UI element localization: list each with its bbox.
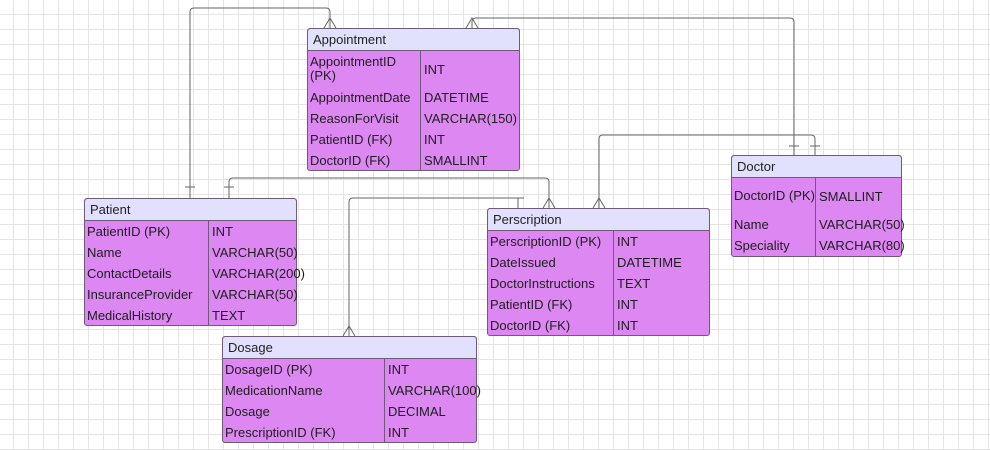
entity-row: ContactDetails VARCHAR(200) — [85, 263, 305, 284]
entity-patient[interactable]: Patient PatientID (PK) INT Name VARCHAR(… — [84, 198, 305, 326]
column-name: Name — [732, 214, 816, 235]
entity-row: PatientID (FK) INT — [488, 294, 709, 315]
column-name: DoctorInstructions — [488, 273, 614, 294]
column-name: Speciality — [732, 235, 816, 256]
entity-row: Dosage DECIMAL — [223, 401, 476, 422]
column-type: TEXT — [617, 276, 651, 291]
doctor-appointment-many-marker — [465, 17, 479, 29]
entity-perscription[interactable]: Perscription PerscriptionID (PK) INT Dat… — [487, 208, 710, 336]
column-name: AppointmentDate — [308, 87, 421, 108]
entity-row: DosageID (PK) INT — [223, 359, 476, 380]
column-type: VARCHAR(80) — [819, 238, 905, 253]
column-type: INT — [424, 132, 445, 147]
entity-row: DoctorID (PK) SMALLINT — [732, 178, 901, 214]
entity-title: Appointment — [308, 29, 519, 51]
column-name: DoctorID (PK) — [732, 178, 816, 214]
entity-row: DoctorID (FK) SMALLINT — [308, 150, 519, 171]
entity-row: ReasonForVisit VARCHAR(150) — [308, 108, 519, 129]
column-name: Name — [85, 242, 209, 263]
column-type: VARCHAR(50) — [212, 287, 298, 302]
column-type: VARCHAR(50) — [819, 217, 905, 232]
column-type: DECIMAL — [388, 404, 446, 419]
column-name: PatientID (FK) — [488, 294, 614, 315]
entity-title: Doctor — [732, 156, 901, 178]
column-type: TEXT — [212, 308, 246, 323]
column-type: VARCHAR(150) — [424, 111, 517, 126]
column-type: INT — [617, 234, 638, 249]
entity-row: Speciality VARCHAR(80) — [732, 235, 905, 256]
patient-appointment-many-marker — [323, 17, 337, 29]
column-type: DATETIME — [424, 90, 489, 105]
entity-row: AppointmentID (PK) INT — [308, 51, 519, 87]
connector-doctor-perscription[interactable] — [598, 134, 816, 208]
connector-doctor-appointment[interactable] — [471, 17, 795, 155]
entity-row: DoctorInstructions TEXT — [488, 273, 709, 294]
column-name: DoctorID (FK) — [488, 315, 614, 336]
column-name: PerscriptionID (PK) — [488, 231, 614, 252]
entity-title: Dosage — [223, 337, 476, 359]
column-name: ContactDetails — [85, 263, 209, 284]
column-type: INT — [424, 61, 445, 77]
entity-row: PerscriptionID (PK) INT — [488, 231, 709, 252]
column-name: DosageID (PK) — [223, 359, 385, 380]
column-name: DateIssued — [488, 252, 614, 273]
entity-row: PatientID (PK) INT — [85, 221, 296, 242]
doctor-perscription-many-marker — [592, 197, 606, 209]
column-type: VARCHAR(200) — [212, 266, 305, 281]
column-type: VARCHAR(50) — [212, 245, 298, 260]
entity-row: Name VARCHAR(50) — [732, 214, 905, 235]
entity-dosage[interactable]: Dosage DosageID (PK) INT MedicationName … — [222, 336, 481, 443]
entity-doctor[interactable]: Doctor DoctorID (PK) SMALLINT Name VARCH… — [731, 155, 905, 257]
column-name: ReasonForVisit — [308, 108, 421, 129]
entity-row: DateIssued DATETIME — [488, 252, 709, 273]
patient-perscription-many-marker — [542, 197, 556, 209]
column-type: INT — [388, 362, 409, 377]
connector-patient-perscription[interactable] — [228, 177, 550, 208]
entity-row: DoctorID (FK) INT — [488, 315, 709, 336]
column-name: PrescriptionID (FK) — [223, 422, 385, 443]
column-name: PatientID (FK) — [308, 129, 421, 150]
column-name: MedicationName — [223, 380, 385, 401]
entity-title: Perscription — [488, 209, 709, 231]
column-type: INT — [617, 318, 638, 333]
column-name: Dosage — [223, 401, 385, 422]
column-type: SMALLINT — [424, 153, 488, 168]
column-type: INT — [212, 224, 233, 239]
column-type: INT — [388, 425, 409, 440]
entity-title: Patient — [85, 199, 296, 221]
entity-row: AppointmentDate DATETIME — [308, 87, 519, 108]
entity-row: PrescriptionID (FK) INT — [223, 422, 476, 443]
entity-row: PatientID (FK) INT — [308, 129, 519, 150]
connector-perscription-dosage[interactable] — [348, 197, 519, 336]
entity-row: MedicationName VARCHAR(100) — [223, 380, 481, 401]
column-name: DoctorID (FK) — [308, 150, 421, 171]
perscription-dosage-many-marker — [342, 325, 356, 337]
column-name: InsuranceProvider — [85, 284, 209, 305]
column-name: MedicalHistory — [85, 305, 209, 326]
column-type: SMALLINT — [819, 188, 883, 204]
entity-appointment[interactable]: Appointment AppointmentID (PK) INT Appoi… — [307, 28, 520, 171]
connector-patient-appointment[interactable] — [189, 7, 331, 198]
entity-row: InsuranceProvider VARCHAR(50) — [85, 284, 298, 305]
column-name: PatientID (PK) — [85, 221, 209, 242]
entity-row: MedicalHistory TEXT — [85, 305, 296, 326]
column-type: DATETIME — [617, 255, 682, 270]
column-name: AppointmentID (PK) — [308, 51, 421, 87]
column-type: VARCHAR(100) — [388, 383, 481, 398]
column-type: INT — [617, 297, 638, 312]
entity-row: Name VARCHAR(50) — [85, 242, 298, 263]
